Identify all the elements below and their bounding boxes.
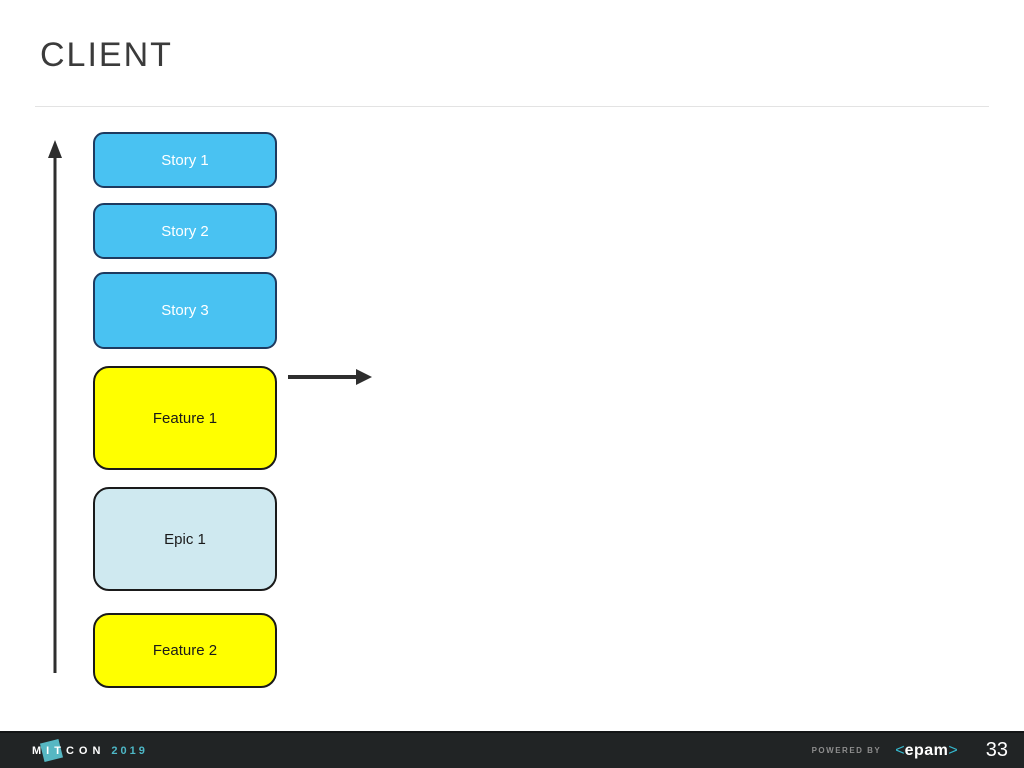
- powered-by-label: POWERED BY: [811, 746, 882, 755]
- story-2-box: Story 2: [93, 203, 277, 259]
- story-3-box: Story 3: [93, 272, 277, 349]
- footer-bar: MITCON 2019 POWERED BY < epam > 33: [0, 731, 1024, 768]
- feature-1-box: Feature 1: [93, 366, 277, 470]
- story-1-box: Story 1: [93, 132, 277, 188]
- logo-text: MITCON: [32, 744, 106, 757]
- story-2-label: Story 2: [161, 222, 209, 240]
- story-3-label: Story 3: [161, 302, 209, 319]
- vertical-up-arrow: [48, 140, 62, 673]
- epam-close-bracket: >: [948, 741, 958, 759]
- page-number: 33: [985, 739, 1008, 761]
- feature-1-label: Feature 1: [152, 409, 218, 427]
- title-divider: [35, 106, 989, 107]
- page-title: CLIENT: [40, 36, 173, 74]
- mitcon-logo: MITCON 2019: [32, 733, 148, 768]
- logo-year: 2019: [111, 744, 148, 757]
- footer-right: POWERED BY < epam > 33: [812, 739, 1008, 762]
- story-1-label: Story 1: [161, 151, 209, 169]
- epam-name: epam: [904, 741, 949, 759]
- epam-logo: < epam >: [895, 742, 957, 760]
- epic-1-box: Epic 1: [93, 487, 277, 591]
- feature-2-box: Feature 2: [93, 613, 277, 688]
- epam-open-bracket: <: [895, 741, 905, 759]
- feature-2-label: Feature 2: [152, 642, 218, 659]
- epic-1-label: Epic 1: [164, 530, 206, 548]
- horizontal-right-arrow: [288, 369, 372, 385]
